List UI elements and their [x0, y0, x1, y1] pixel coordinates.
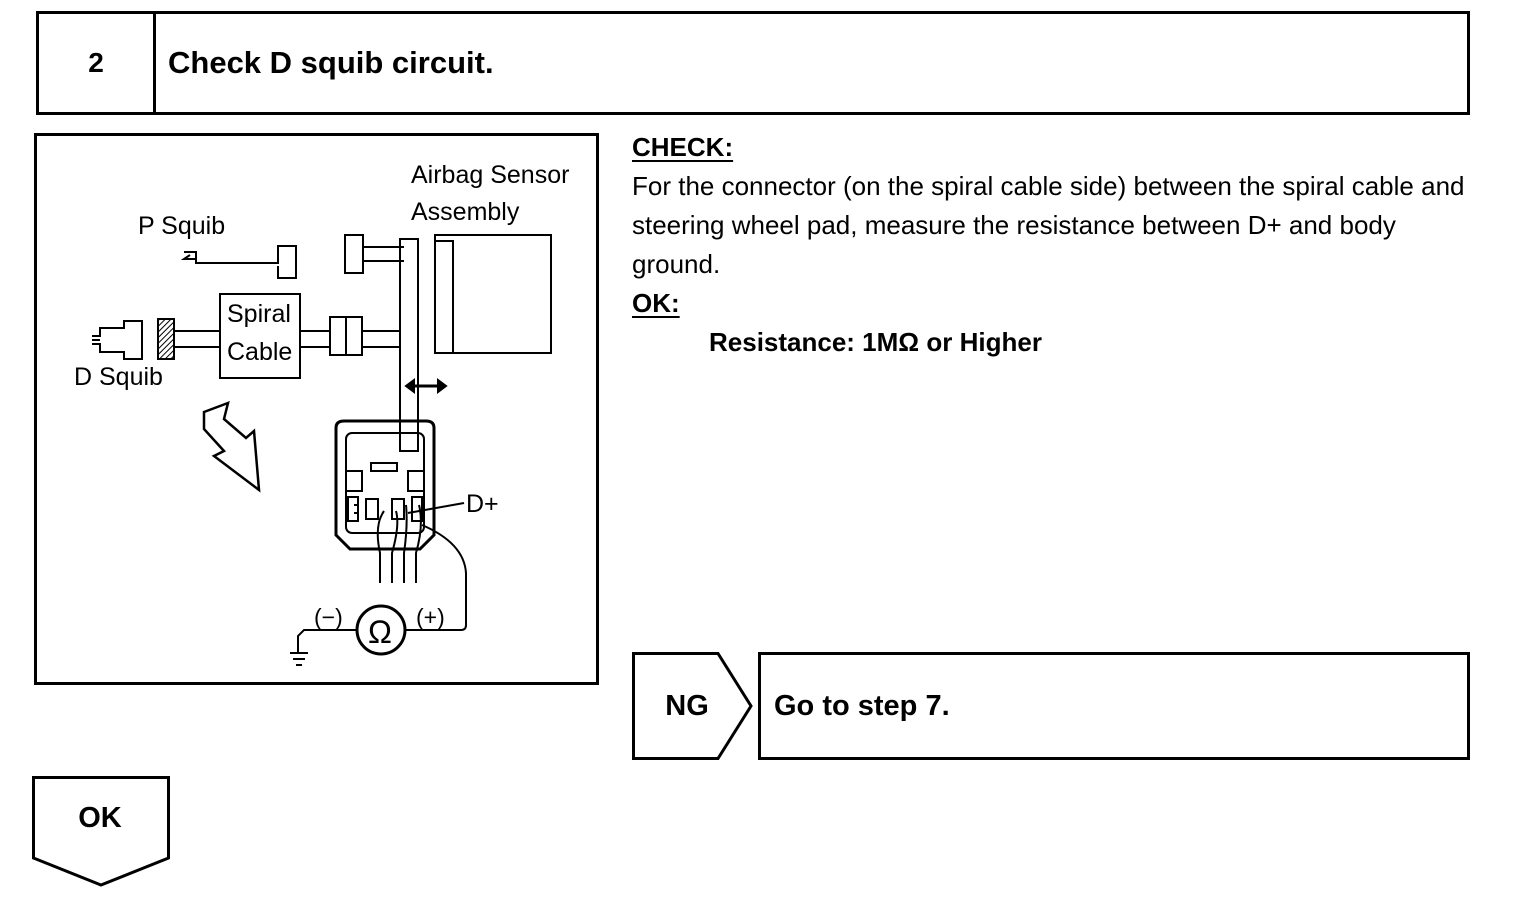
minus-label: (−) — [314, 604, 343, 630]
sensor-connector-bar — [399, 238, 419, 452]
spiral-cable-box — [219, 293, 301, 379]
p-side-plug — [344, 234, 364, 274]
hollow-arrow — [202, 400, 261, 493]
ng-action-box: Go to step 7. — [758, 652, 1470, 760]
spiral-cable-label-line2: Cable — [227, 338, 293, 366]
check-section: CHECK: For the connector (on the spiral … — [632, 128, 1482, 362]
ok-branch-label: OK — [78, 801, 122, 834]
ng-label: NG — [665, 689, 709, 722]
d-squib-label: D Squib — [74, 363, 163, 391]
ok-heading: OK: — [632, 288, 680, 318]
p-squib-connector — [180, 245, 297, 279]
ng-tag-shape — [632, 652, 753, 760]
step-header: 2 Check D squib circuit. — [36, 11, 1470, 115]
wiring-diagram: P Squib D Squib Airbag Sensor Assembly S… — [34, 133, 599, 685]
connector-face — [334, 419, 436, 551]
check-heading: CHECK: — [632, 132, 734, 162]
d-plus-label: D+ — [466, 490, 499, 518]
step-title: Check D squib circuit. — [168, 45, 494, 80]
check-body: For the connector (on the spiral cable s… — [632, 171, 1465, 279]
ok-tag-shape — [32, 776, 170, 887]
d-squib-connector — [92, 320, 143, 360]
airbag-sensor-label-line1: Airbag Sensor — [411, 161, 570, 189]
d-squib-plug — [157, 318, 175, 360]
resistance-spec: Resistance: 1MΩ or Higher — [709, 327, 1042, 357]
plus-label: (+) — [416, 604, 445, 630]
airbag-sensor-label-line2: Assembly — [411, 198, 520, 226]
step-number: 2 — [39, 14, 156, 112]
ohm-symbol: Ω — [368, 614, 392, 650]
p-squib-label: P Squib — [138, 212, 226, 240]
spiral-cable-label-line1: Spiral — [227, 300, 291, 328]
diagram-drawing — [92, 234, 552, 666]
